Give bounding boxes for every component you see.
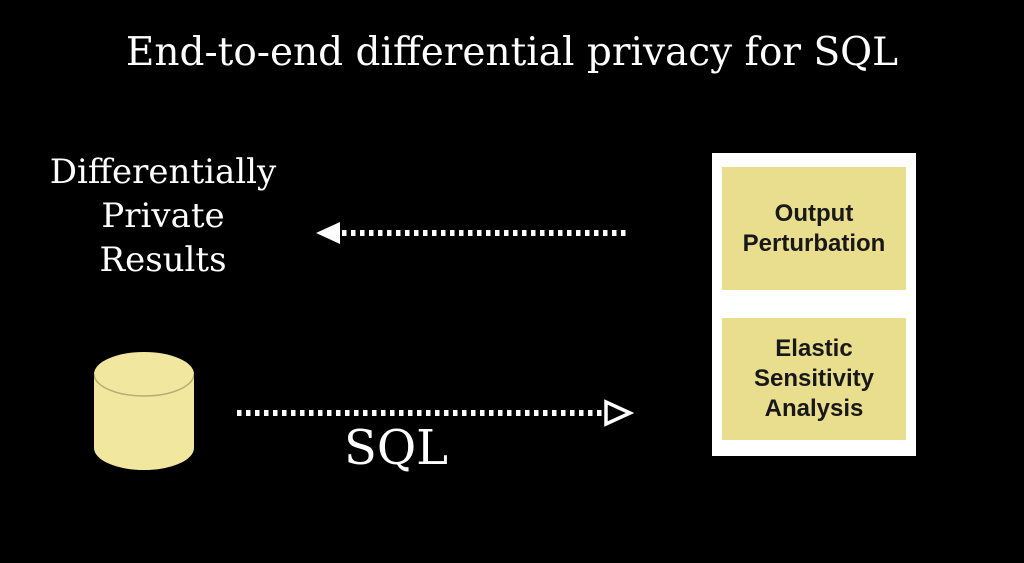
elastic-sensitivity-analysis-box: Elastic Sensitivity Analysis (722, 318, 906, 440)
box-label-line: Output (774, 199, 854, 227)
box-label-line: Analysis (764, 395, 864, 422)
sql-label: SQL (343, 420, 449, 476)
cylinder-rim (93, 373, 195, 397)
left-label-line: Differentially (49, 152, 277, 192)
left-label-line: Results (99, 240, 227, 280)
arrowhead-left (316, 222, 340, 244)
box-label-line: Sensitivity (753, 365, 875, 392)
slide-title: End-to-end differential privacy for SQL (125, 30, 899, 75)
sql-privacy-system-panel: Output Perturbation Elastic Sensitivity … (712, 153, 916, 456)
output-perturbation-box: Output Perturbation (722, 167, 906, 290)
arrowhead-right (604, 399, 634, 427)
dotted-arrow-left-icon (316, 222, 626, 244)
box-label-line: Perturbation (742, 229, 886, 257)
database-cylinder-icon (93, 352, 195, 470)
differentially-private-results-label: Differentially Private Results (38, 150, 288, 282)
left-label-line: Private (101, 196, 225, 236)
box-label-line: Elastic (775, 335, 853, 362)
cylinder-body (94, 352, 194, 470)
dotted-arrow-right-icon (237, 399, 634, 427)
